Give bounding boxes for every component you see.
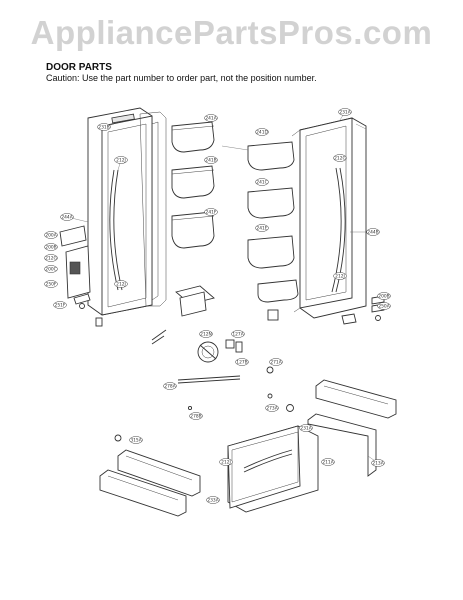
dispenser-parts-left xyxy=(59,225,103,327)
callout: 241B xyxy=(204,156,218,164)
caution-note: Caution: Use the part number to order pa… xyxy=(46,73,317,83)
svg-text:212N: 212N xyxy=(200,332,212,338)
svg-text:200B: 200B xyxy=(45,245,56,251)
callout: 241E xyxy=(255,224,269,232)
callout: 200B xyxy=(44,243,58,251)
callout: 273A xyxy=(265,404,279,412)
callout: 278A xyxy=(163,382,177,390)
svg-text:251F: 251F xyxy=(55,303,66,309)
svg-text:278A: 278A xyxy=(164,384,175,390)
freezer-drawer xyxy=(227,425,319,513)
callout: 244A xyxy=(60,213,74,221)
callout: 212G xyxy=(333,154,347,162)
callout: 212J xyxy=(114,280,128,288)
callout: 200C xyxy=(44,265,58,273)
svg-text:212J: 212J xyxy=(116,282,126,288)
svg-text:250F: 250F xyxy=(46,282,57,288)
svg-text:200C: 200C xyxy=(45,267,56,273)
callout: 231A xyxy=(299,424,313,432)
svg-text:271A: 271A xyxy=(270,360,281,366)
callout: 241C xyxy=(255,178,269,186)
svg-text:231A: 231A xyxy=(300,426,311,432)
callout: 244B xyxy=(366,228,380,236)
svg-text:200B: 200B xyxy=(378,294,389,300)
callout: 212G xyxy=(44,254,58,262)
callout: 212N xyxy=(199,330,213,338)
svg-text:212G: 212G xyxy=(334,156,346,162)
callout: 212J xyxy=(114,156,128,164)
center-parts xyxy=(151,285,279,384)
svg-text:127A: 127A xyxy=(232,332,243,338)
callout: 212J xyxy=(219,458,233,466)
svg-text:200A: 200A xyxy=(45,233,56,239)
callout: 127B xyxy=(235,358,249,366)
callout: 278B xyxy=(189,412,203,420)
svg-text:241B: 241B xyxy=(205,158,216,164)
svg-text:241E: 241E xyxy=(256,226,267,232)
callout: 241D xyxy=(255,128,269,136)
lower-right-bracket xyxy=(307,379,397,477)
callout: 211A xyxy=(321,458,335,466)
svg-text:241A: 241A xyxy=(205,116,216,122)
svg-text:241D: 241D xyxy=(256,130,268,136)
callout: 200B xyxy=(377,292,391,300)
callout: 241A xyxy=(204,114,218,122)
callout: 315A xyxy=(129,436,143,444)
svg-text:212J: 212J xyxy=(116,158,126,164)
callout: 127A xyxy=(231,330,245,338)
right-bins xyxy=(247,141,299,303)
svg-text:241F: 241F xyxy=(206,210,217,216)
callout: 241F xyxy=(204,208,218,216)
svg-text:244B: 244B xyxy=(367,230,378,236)
svg-text:241C: 241C xyxy=(256,180,267,186)
right-door xyxy=(291,117,367,319)
svg-text:278B: 278B xyxy=(190,414,201,420)
callout: 251F xyxy=(53,301,67,309)
drawer-hardware xyxy=(187,393,294,412)
watermark: AppliancePartsPros.com xyxy=(30,14,433,51)
callout: 271A xyxy=(269,358,283,366)
callout: 200A xyxy=(44,231,58,239)
svg-text:212J: 212J xyxy=(335,274,345,280)
svg-text:127B: 127B xyxy=(236,360,247,366)
svg-text:250A: 250A xyxy=(378,304,389,310)
part-callouts: 231B 212J 244A 200A 200B 212G 200C 250F … xyxy=(44,108,391,504)
drawer-rails xyxy=(99,434,201,517)
svg-text:231A: 231A xyxy=(339,110,350,116)
callout: 213A xyxy=(371,459,385,467)
svg-text:233A: 233A xyxy=(207,498,218,504)
callout: 231B xyxy=(97,123,111,131)
callout: 250F xyxy=(44,280,58,288)
callout: 233A xyxy=(206,496,220,504)
left-bins xyxy=(171,121,215,249)
svg-text:315A: 315A xyxy=(130,438,141,444)
svg-text:212J: 212J xyxy=(221,460,231,466)
callout: 231A xyxy=(338,108,352,116)
left-door xyxy=(87,107,167,316)
svg-text:212G: 212G xyxy=(45,256,57,262)
page-title: DOOR PARTS xyxy=(46,62,112,73)
callout: 250A xyxy=(377,302,391,310)
svg-text:244A: 244A xyxy=(61,215,72,221)
svg-text:273A: 273A xyxy=(266,406,277,412)
callout: 212J xyxy=(333,272,347,280)
svg-text:213A: 213A xyxy=(372,461,383,467)
svg-text:211A: 211A xyxy=(322,460,333,466)
svg-text:231B: 231B xyxy=(98,125,109,131)
